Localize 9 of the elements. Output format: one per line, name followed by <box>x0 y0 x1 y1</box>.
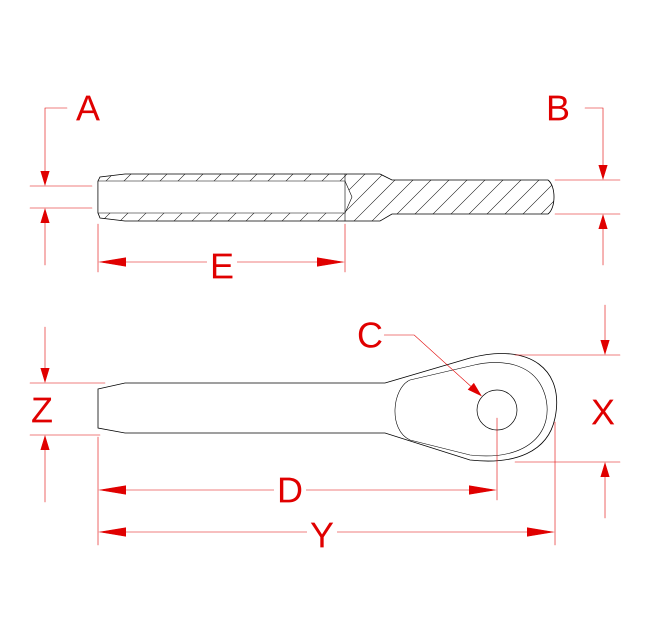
dimension-label: D <box>274 474 306 506</box>
callout-letter: C <box>358 322 382 348</box>
dimension-label: B <box>543 92 573 124</box>
dimension-label: X <box>588 396 618 428</box>
dimension-label: E <box>207 250 237 282</box>
eye-hole <box>476 390 518 430</box>
dimension-label: Z <box>28 394 56 426</box>
dimension-label: A <box>73 92 103 124</box>
dimension-label: Y <box>307 520 337 550</box>
